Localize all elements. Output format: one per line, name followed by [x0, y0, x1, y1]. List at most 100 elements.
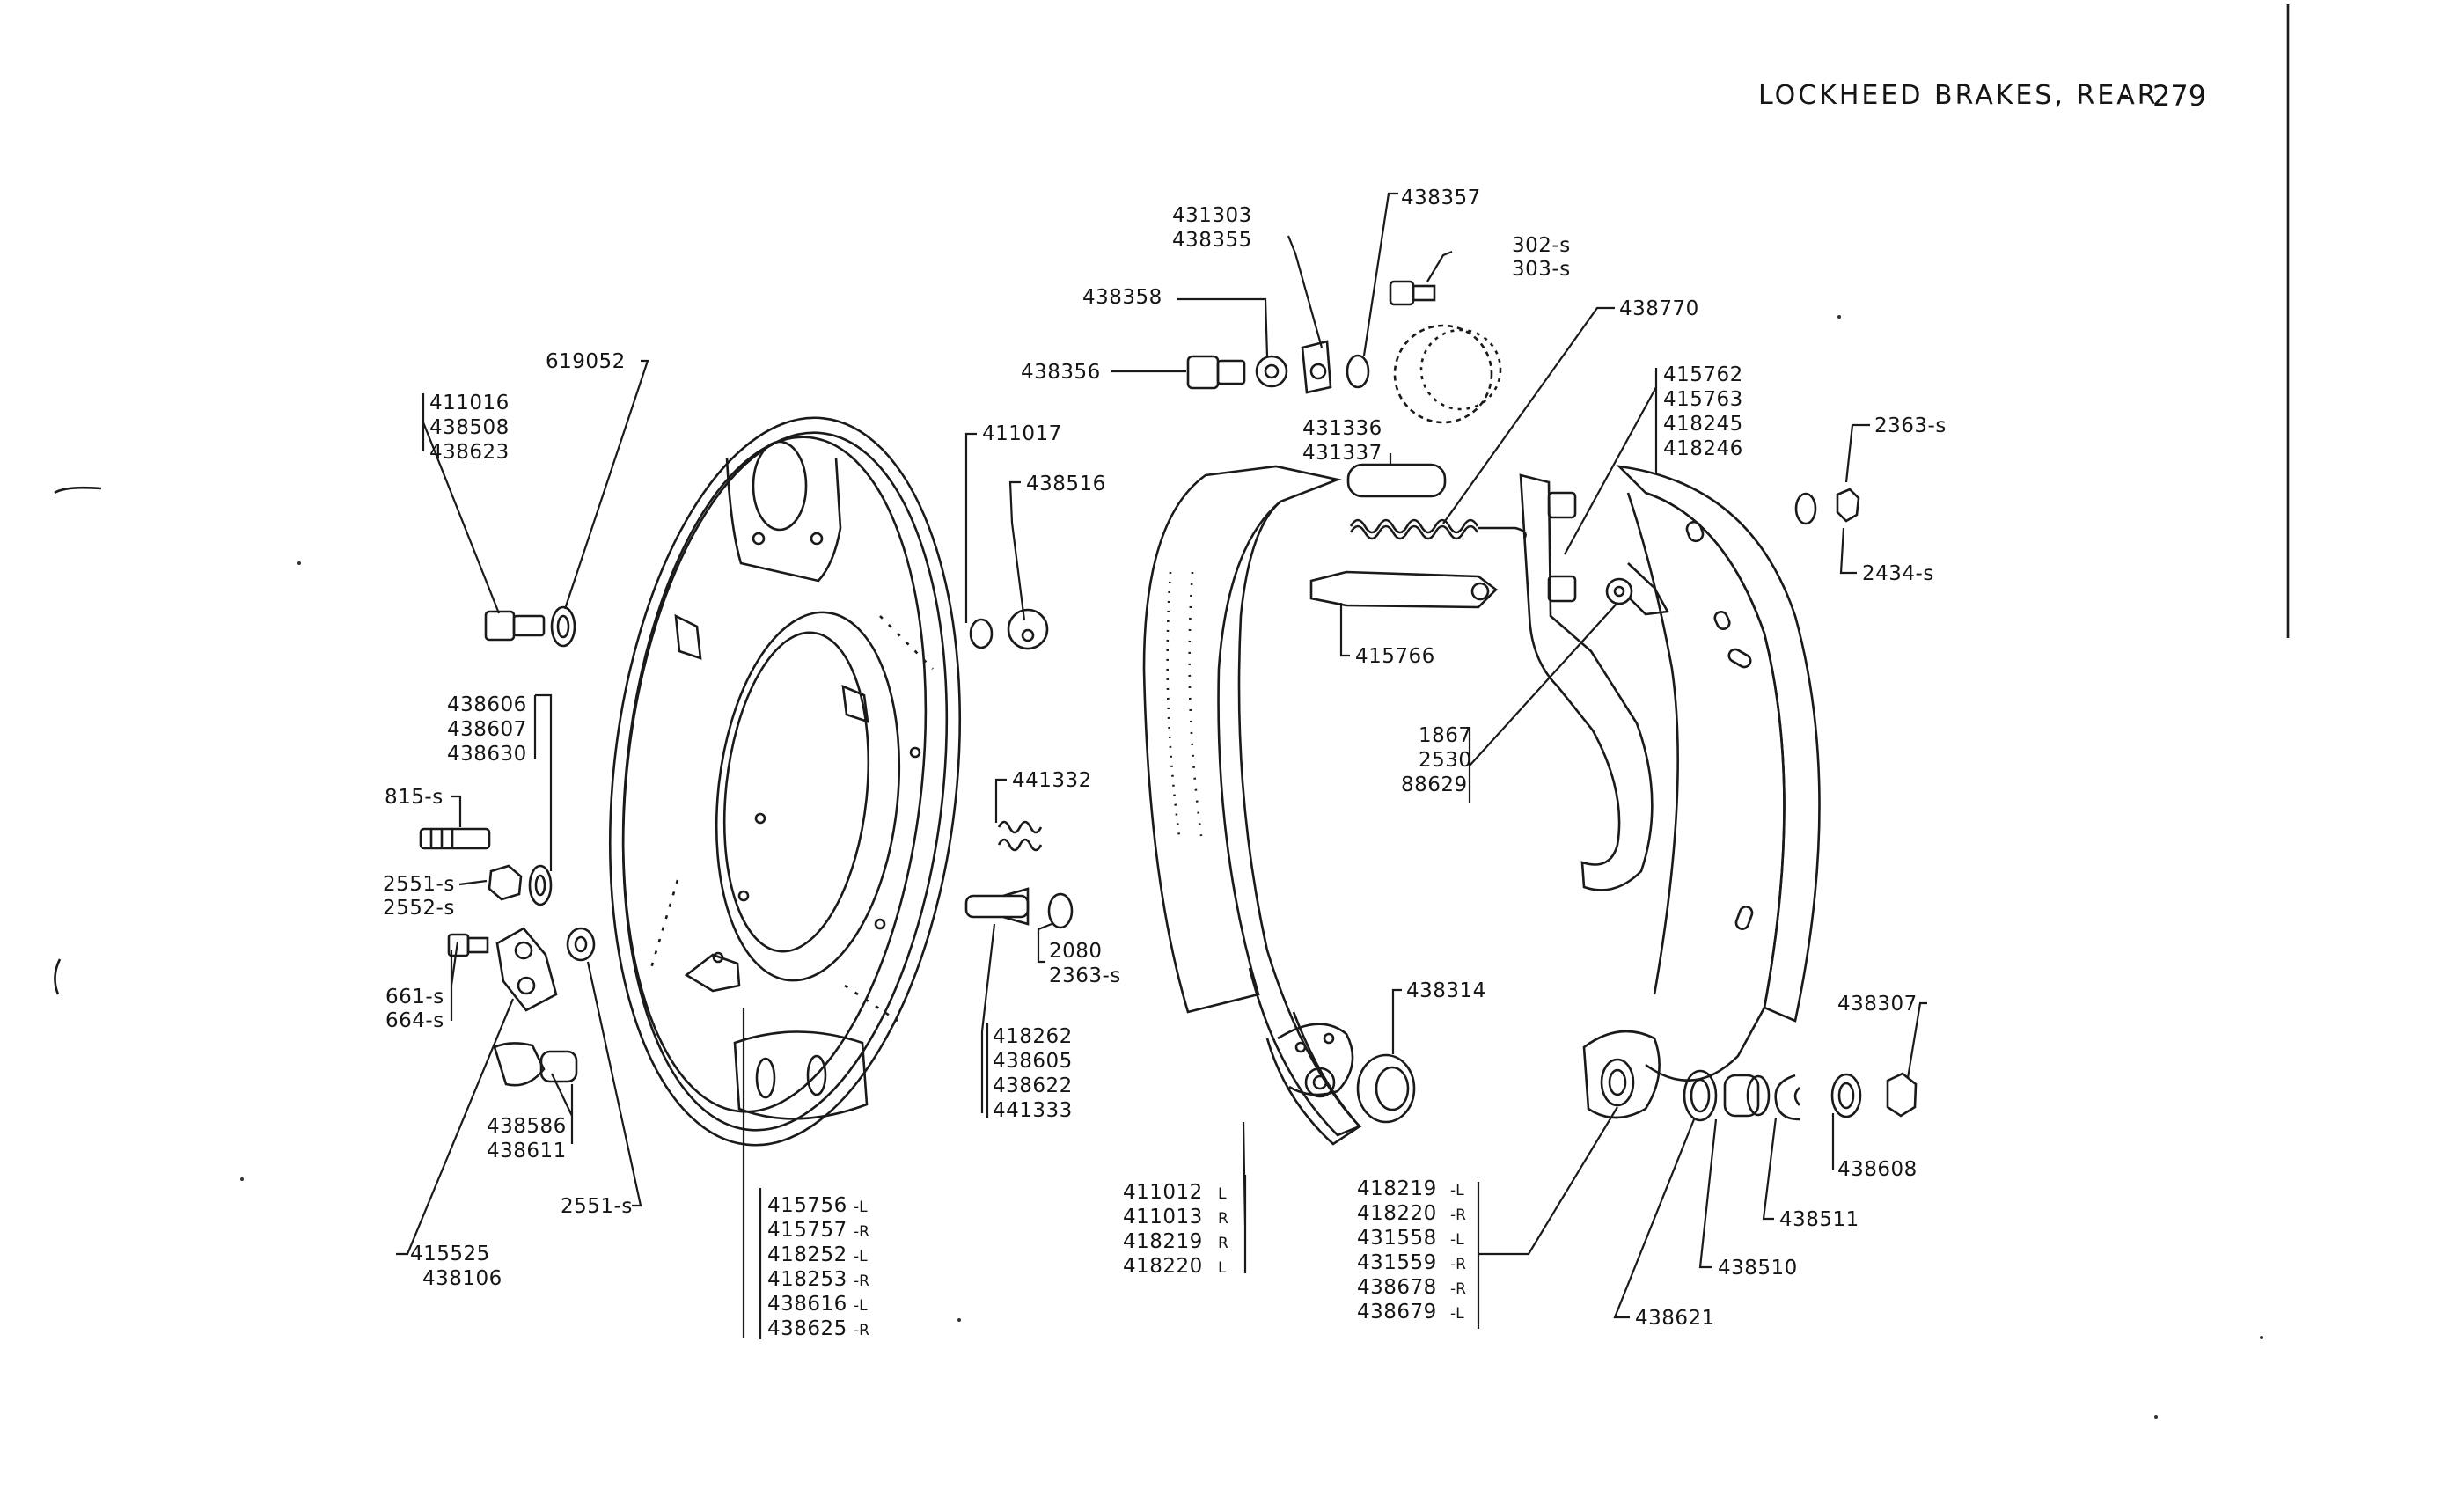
callout-418220: 418220	[1357, 1202, 1437, 1225]
part-callouts: 619052 411016 438508 438623 438606 43860…	[383, 187, 1947, 1340]
callout-2551-s-lower: 2551-s	[561, 1195, 633, 1218]
callout-302-s: 302-s	[1512, 234, 1571, 257]
callout-415756: 415756	[767, 1194, 847, 1217]
callout-415757: 415757	[767, 1219, 847, 1242]
callout-418219-shoe: 418219	[1123, 1230, 1203, 1253]
callout-438356: 438356	[1021, 361, 1101, 384]
hand-brake-lever	[1519, 473, 1670, 891]
callout-2434-s: 2434-s	[1862, 562, 1934, 585]
callout-303-s: 303-s	[1512, 258, 1571, 281]
callout-side-suffix: -L	[1450, 1182, 1464, 1199]
callout-415525: 415525	[410, 1243, 490, 1265]
callout-side-suffix: R	[1218, 1210, 1228, 1228]
callout-438358: 438358	[1082, 286, 1162, 309]
callout-group-2551: 2551-s 2552-s	[383, 873, 455, 920]
callout-group-438586: 438586 438611	[487, 1115, 566, 1162]
scan-specks	[240, 315, 2263, 1419]
callout-group-302: 302-s 303-s	[1512, 234, 1571, 281]
callout-438516: 438516	[1026, 473, 1106, 495]
callout-415763: 415763	[1663, 388, 1743, 411]
callout-group-2080: 2080 2363-s	[1049, 940, 1121, 987]
leader-lines	[396, 192, 1927, 1338]
callout-2363-s-right: 2363-s	[1874, 414, 1947, 437]
callout-438630: 438630	[447, 743, 527, 766]
callout-411017: 411017	[982, 422, 1062, 445]
callout-661-s: 661-s	[385, 986, 444, 1008]
callout-2530: 2530	[1419, 749, 1472, 772]
callout-side-suffix: R	[1218, 1235, 1228, 1252]
callout-438678: 438678	[1357, 1276, 1437, 1299]
callout-side-suffix: -R	[854, 1322, 869, 1339]
callout-619052: 619052	[546, 350, 626, 373]
callout-441332: 441332	[1012, 769, 1092, 792]
callout-431559: 431559	[1357, 1251, 1437, 1274]
callout-438770: 438770	[1619, 297, 1699, 320]
callout-438355: 438355	[1172, 229, 1252, 252]
callout-438622: 438622	[993, 1074, 1073, 1097]
callout-side-suffix: -L	[1450, 1231, 1464, 1249]
callout-418246: 418246	[1663, 437, 1743, 460]
page-header: LOCKHEED BRAKES, REAR - 279	[1758, 77, 2206, 113]
callout-438608: 438608	[1837, 1158, 1918, 1181]
callout-group-431303: 431303 438355	[1172, 204, 1252, 252]
callout-side-suffix: -L	[854, 1199, 868, 1216]
callout-418219: 418219	[1357, 1177, 1437, 1200]
header-separator: -	[2119, 77, 2130, 111]
callout-side-suffix: L	[1218, 1185, 1227, 1203]
callout-438605: 438605	[993, 1050, 1073, 1073]
margin-mark	[54, 486, 102, 495]
centre-fasteners	[964, 608, 1074, 929]
callout-438616: 438616	[767, 1293, 847, 1316]
callout-418245: 418245	[1663, 413, 1743, 436]
callout-431336: 431336	[1302, 417, 1382, 440]
callout-1867: 1867	[1419, 724, 1472, 747]
margin-mark	[54, 958, 62, 995]
callout-side-suffix: -R	[1450, 1280, 1466, 1298]
callout-group-415756: 415756 -L 415757 -R 418252 -L 418253 -R …	[759, 1188, 869, 1340]
brake-shoe-right	[1582, 465, 1821, 1119]
callout-group-1867: 1867 2530 88629	[1401, 724, 1472, 796]
callout-group-411012: 411012 L 411013 R 418219 R 418220 L	[1123, 1181, 1228, 1278]
callout-438511: 438511	[1779, 1208, 1859, 1231]
callout-group-431336: 431336 431337	[1302, 417, 1382, 465]
callout-group-418219: 418219 -L 418220 -R 431558 -L 431559 -R …	[1357, 1177, 1466, 1324]
callout-side-suffix: -R	[854, 1223, 869, 1241]
callout-side-suffix: -R	[1450, 1256, 1466, 1273]
callout-664-s: 664-s	[385, 1009, 444, 1032]
callout-438623: 438623	[429, 441, 510, 464]
callout-441333: 441333	[993, 1099, 1073, 1122]
callout-438621: 438621	[1635, 1307, 1715, 1330]
callout-415766: 415766	[1355, 645, 1435, 668]
callout-88629: 88629	[1401, 774, 1468, 796]
callout-2551-s: 2551-s	[383, 873, 455, 896]
callout-2363-s: 2363-s	[1049, 964, 1121, 987]
callout-438606: 438606	[447, 693, 527, 716]
callout-431303: 431303	[1172, 204, 1252, 227]
adjuster-parts	[1683, 1069, 1918, 1122]
callout-side-suffix: -R	[854, 1272, 869, 1290]
callout-side-suffix: -L	[854, 1248, 868, 1265]
callout-group-415762: 415762 415763 418245 418246	[1663, 363, 1743, 460]
callout-438510: 438510	[1718, 1257, 1798, 1280]
callout-group-411016: 411016 438508 438623	[429, 392, 510, 464]
callout-418252: 418252	[767, 1243, 847, 1266]
callout-side-suffix: -L	[1450, 1305, 1464, 1323]
callout-411016: 411016	[429, 392, 510, 414]
callout-side-suffix: -R	[1450, 1206, 1466, 1224]
callout-418262: 418262	[993, 1025, 1073, 1048]
callout-438679: 438679	[1357, 1301, 1437, 1324]
callout-418253: 418253	[767, 1268, 847, 1291]
left-fasteners	[419, 605, 596, 1087]
callout-438357: 438357	[1401, 187, 1481, 209]
callout-2080: 2080	[1049, 940, 1103, 963]
callout-side-suffix: -L	[854, 1297, 868, 1315]
callout-438607: 438607	[447, 718, 527, 741]
callout-438307: 438307	[1837, 993, 1918, 1016]
callout-815-s: 815-s	[385, 786, 444, 809]
callout-431558: 431558	[1357, 1227, 1437, 1250]
callout-438314: 438314	[1406, 979, 1486, 1002]
callout-side-suffix: L	[1218, 1259, 1227, 1277]
callout-438106: 438106	[422, 1267, 502, 1290]
top-fasteners	[1186, 280, 1860, 609]
